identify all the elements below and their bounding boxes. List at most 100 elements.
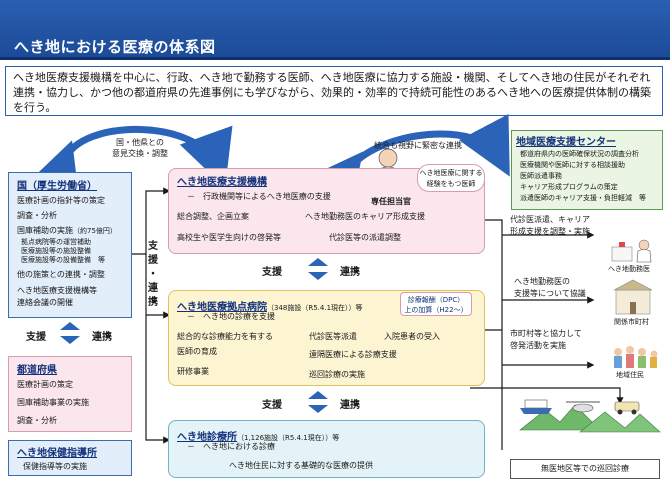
- support-org-item: へき地勤務医のキャリア形成支援: [305, 212, 425, 221]
- clinic-head: へき地診療所: [177, 432, 237, 443]
- right-r2: へき地勤務医の 支援等について協議: [514, 276, 586, 300]
- dpc-badge: 診療報酬（DPC） 上の加算（H22～）: [400, 292, 472, 316]
- clinic-box: へき地診療所（1,126施設（R5.4.1現在））等 － へき地における診療 へ…: [168, 420, 485, 478]
- support-org-box: へき地医療支援機構 － 行政機関等によるへき地医療の支援 総合調整、企画立案 へ…: [168, 168, 485, 254]
- national-item: 連絡会議の開催: [17, 298, 73, 307]
- left-cooperation-label: 連携: [92, 332, 112, 343]
- right-r3-line2: 啓発活動を実施: [510, 341, 566, 350]
- right-r2-caption: 関係市町村: [614, 318, 649, 326]
- base-hospital-count: （348施設（R5.4.1現在））等: [267, 304, 363, 312]
- exchange-label-line1: 国・他県との: [116, 138, 164, 147]
- left-connector: [132, 187, 171, 255]
- page-title: へき地における医療の体系図: [14, 38, 216, 56]
- prefecture-item: 調査・分析: [17, 416, 57, 425]
- clinic-item: － へき地における診療: [187, 442, 275, 451]
- base-hospital-item: 研修事業: [177, 367, 209, 376]
- side-support-label: 支援 ・ 連携: [147, 240, 159, 310]
- right-r1-line1: 代診医派遣、キャリア: [510, 215, 590, 224]
- support-org-item: 代診医等の派遣調整: [329, 233, 401, 242]
- title-bar: [0, 0, 670, 60]
- national-subitem-etc: 等: [98, 256, 105, 264]
- national-head: 国（厚生労働省）: [17, 181, 97, 192]
- support-arrow-left: [60, 322, 80, 330]
- dpc-badge-line2: 上の加算（H22～）: [404, 306, 468, 314]
- national-subsidy-label: 国庫補助の実施: [17, 226, 73, 235]
- exchange-label: 国・他県との 意見交換・調整: [100, 137, 180, 159]
- bottom-cooperation-label: 連携: [340, 400, 360, 411]
- prefecture-item: 医療計画の策定: [17, 380, 73, 389]
- residents-icon: [614, 346, 658, 368]
- prefecture-head: 都道府県: [17, 365, 57, 376]
- national-box: 国（厚生労働省） 医療計画の指針等の策定 調査・分析 国庫補助の実施（約75億円…: [8, 172, 132, 318]
- side-support-1: 支援: [148, 241, 158, 266]
- mid-cooperation-label: 連携: [340, 267, 360, 278]
- exchange-arrow: [26, 125, 233, 203]
- national-subitem-label: 医療施設等の設備整備: [21, 256, 91, 264]
- support-org-item: 総合調整、企画立案: [177, 212, 249, 221]
- national-item: 調査・分析: [17, 211, 57, 220]
- side-support-2: ・: [148, 269, 158, 280]
- regional-center-item: キャリア形成プログラムの策定: [520, 183, 618, 191]
- base-hospital-item: 巡回診療の実施: [309, 370, 365, 379]
- regional-center-box: 地域医療支援センター 都道府県内の医師確保状況の調査分析 医療機関や医師に対する…: [511, 130, 663, 210]
- national-item: 他の施策との連携・調整: [17, 270, 105, 279]
- national-item: へき地医療支援機構等: [17, 286, 97, 295]
- integration-label: 統合も視野に緊密な連携: [374, 141, 462, 150]
- left-support-label: 支援: [26, 332, 46, 343]
- regional-center-item: 都道府県内の医師確保状況の調査分析: [520, 150, 639, 158]
- prefecture-box: 都道府県 医療計画の策定 国庫補助事業の実施 調査・分析: [8, 356, 132, 432]
- right-r1-line2: 形成支援を調整・実施: [510, 227, 590, 236]
- base-hospital-item: 医師の育成: [177, 347, 217, 356]
- right-r1: 代診医派遣、キャリア 形成支援を調整・実施: [510, 214, 590, 238]
- health-center-head: へき地保健指導所: [17, 448, 97, 459]
- right-r3: 市町村等と協力して 啓発活動を実施: [510, 328, 582, 352]
- intro-text: へき地医療支援機構を中心に、行政、へき地で勤務する医師、へき地医療に協力する施設…: [5, 66, 663, 116]
- doctor-icon-right: [611, 239, 652, 263]
- mobile-clinic-label: 無医地区等での巡回診療: [510, 459, 660, 479]
- national-item: 医療計画の指針等の策定: [17, 196, 105, 205]
- regional-center-item: 医療機関や医師に対する相談援助: [520, 161, 625, 169]
- right-r1-caption: へき地勤務医: [608, 265, 650, 273]
- integration-arrow: [306, 113, 510, 213]
- base-hospital-head: へき地医療拠点病院: [177, 302, 267, 313]
- mobile-clinic-scene: [519, 399, 661, 433]
- base-hospital-title: へき地医療拠点病院（348施設（R5.4.1現在））等: [177, 295, 363, 314]
- clinic-item: へき地住民に対する基礎的な医療の提供: [229, 461, 373, 470]
- dpc-badge-line1: 診療報酬（DPC）: [407, 296, 465, 304]
- right-r2-line1: へき地勤務医の: [514, 277, 570, 286]
- right-r2-line2: 支援等について協議: [514, 289, 586, 298]
- health-center-item: 保健指導等の実施: [23, 462, 87, 471]
- right-r3-caption: 地域住民: [616, 371, 644, 379]
- base-hospital-item: － へき地の診療を支援: [187, 312, 275, 321]
- staff-bubble: へき地医療に関する 経験をもつ医師: [417, 164, 485, 192]
- base-hospital-item: 総合的な診療能力を有する: [177, 332, 273, 341]
- staff-bubble-line2: 経験をもつ医師: [426, 180, 476, 188]
- support-arrow-1: [308, 258, 328, 266]
- regional-center-head: 地域医療支援センター: [516, 137, 616, 148]
- left-connector-2: [145, 254, 171, 444]
- regional-center-item: 派遣医師のキャリア支援・負担軽減 等: [520, 194, 646, 202]
- support-org-head: へき地医療支援機構: [177, 177, 267, 188]
- support-org-item: 高校生や医学生向けの啓発等: [177, 233, 281, 242]
- national-subitem: 医療施設等の設備整備 等: [21, 255, 105, 265]
- prefecture-item: 国庫補助事業の実施: [17, 398, 89, 407]
- national-subsidy-amount: （約75億円）: [73, 227, 117, 235]
- town-hall-icon: [613, 279, 653, 315]
- bottom-support-label: 支援: [262, 400, 282, 411]
- support-arrow-2: [308, 391, 328, 399]
- staff-label: 専任担当官: [371, 197, 411, 206]
- base-hospital-item: 代診医等派遣: [309, 332, 357, 341]
- support-org-item: － 行政機関等によるへき地医療の支援: [187, 192, 331, 201]
- side-support-3: 連携: [148, 283, 158, 308]
- regional-center-item: 医師派遣事務: [520, 172, 562, 180]
- base-hospital-item: 入院患者の受入: [384, 332, 440, 341]
- clinic-count: （1,126施設（R5.4.1現在））等: [237, 434, 340, 442]
- title-underline: [0, 57, 670, 60]
- clinic-title: へき地診療所（1,126施設（R5.4.1現在））等: [177, 425, 339, 444]
- exchange-label-line2: 意見交換・調整: [112, 149, 168, 158]
- national-subsidy: 国庫補助の実施（約75億円）: [17, 225, 117, 236]
- staff-bubble-line1: へき地医療に関する: [419, 169, 483, 177]
- right-r3-line1: 市町村等と協力して: [510, 329, 582, 338]
- mid-support-label: 支援: [262, 267, 282, 278]
- national-subitem: 医療施設等の施設整備: [21, 247, 91, 255]
